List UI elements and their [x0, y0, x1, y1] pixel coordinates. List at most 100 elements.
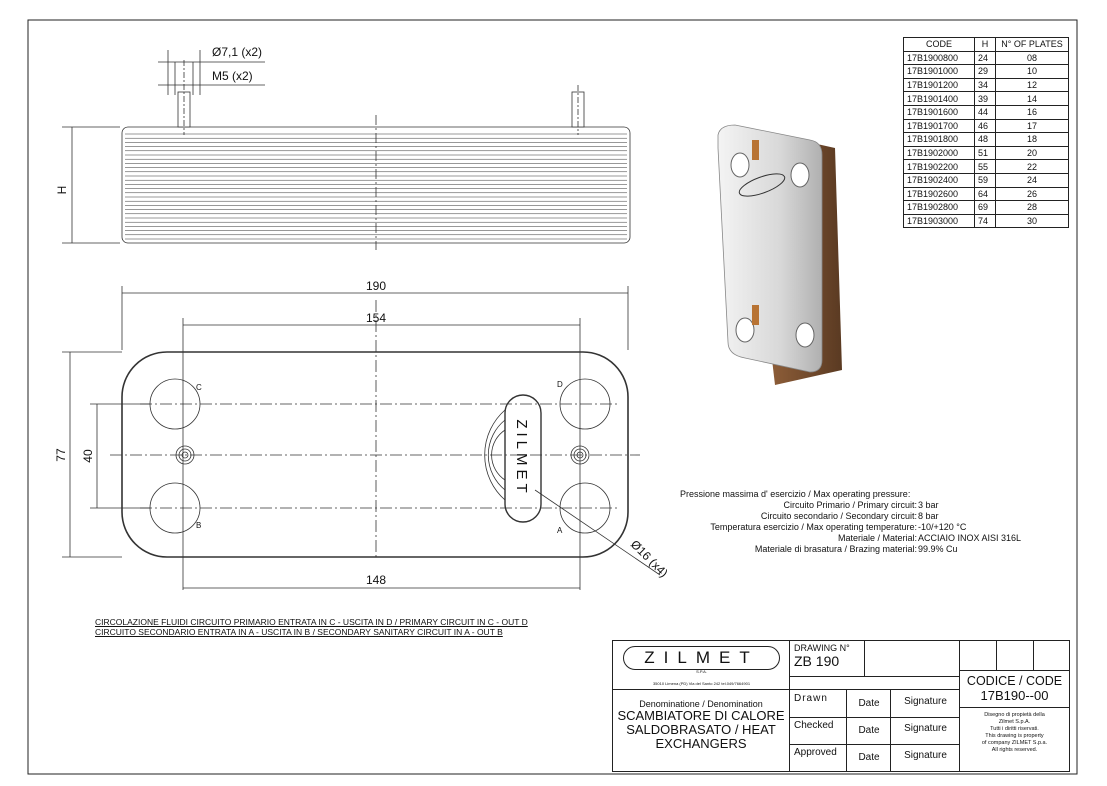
h-cell: 64 [974, 186, 996, 202]
h-cell: 46 [974, 118, 996, 134]
denomination-cell: Denominatione / Denomination SCAMBIATORE… [613, 690, 790, 771]
plates-cell: 14 [995, 91, 1069, 106]
h-cell: 29 [974, 64, 996, 79]
drawing-border [27, 19, 1078, 775]
spec-value: 3 bar [918, 500, 939, 510]
code-cell: 17B1900800 [903, 50, 975, 66]
spec-value: 99.9% Cu [918, 544, 958, 554]
h-cell: 59 [974, 172, 996, 188]
code-cell: 17B1901600 [903, 104, 975, 120]
company-logo-cell: ZILMET S.P.A. 35010 Limena (PD) Via del … [613, 641, 790, 690]
dim-overall-width: 190 [366, 279, 386, 293]
code-cell: 17B1901800 [903, 132, 975, 147]
approval-signature: Signature [890, 717, 960, 744]
spec-row: Materiale di brasatura / Brazing materia… [640, 544, 1021, 555]
spec-row: Temperatura esercizio / Max operating te… [640, 522, 1021, 533]
company-address: 35010 Limena (PD) Via del Santo 242 tel.… [652, 681, 751, 686]
note-primary: CIRCOLAZIONE FLUIDI CIRCUITO PRIMARIO EN… [95, 617, 528, 627]
company-logo: ZILMET [623, 646, 780, 670]
approval-date: Date [846, 744, 891, 771]
code-cell: 17B1902600 [903, 186, 975, 202]
plates-cell: 18 [995, 132, 1069, 147]
plates-cell: 12 [995, 77, 1069, 93]
specs-heading: Pressione massima d' esercizio / Max ope… [680, 489, 911, 499]
logo-text: ZILMET [513, 419, 530, 496]
drawing-number: ZB 190 [794, 653, 840, 669]
top-view [62, 50, 631, 250]
code-cell: 17B1901200 [903, 77, 975, 93]
note-secondary: CIRCUITO SECONDARIO ENTRATA IN A - USCIT… [95, 627, 503, 637]
spec-row: Circuito secondario / Secondary circuit:… [640, 511, 1021, 522]
h-cell: 39 [974, 91, 996, 106]
plates-cell: 16 [995, 104, 1069, 120]
code-cell: 17B1902800 [903, 200, 975, 215]
port-label-a: A [557, 526, 563, 535]
code-cell: 17B1902200 [903, 159, 975, 174]
dim-overall-height: 77 [54, 448, 68, 462]
spec-row: Circuito Primario / Primary circuit:3 ba… [640, 500, 1021, 511]
plates-cell: 30 [995, 213, 1069, 229]
code-cell: 17B1902400 [903, 172, 975, 188]
pin-diameter-label: Ø7,1 (x2) [212, 45, 262, 59]
heat-exchanger-3d-image [717, 124, 842, 385]
title-block: ZILMET S.P.A. 35010 Limena (PD) Via del … [612, 640, 1070, 772]
drawing-number-cell: DRAWING N° ZB 190 [790, 641, 865, 677]
spec-label: Circuito secondario / Secondary circuit: [760, 511, 917, 521]
thread-label: M5 (x2) [212, 69, 253, 83]
code-cell: 17B1901000 [903, 64, 975, 79]
notice-line: All rights reserved. [991, 747, 1038, 753]
dim-port-spacing-top: 154 [366, 311, 386, 325]
approval-date: Date [846, 690, 891, 717]
spec-value: -10/+120 °C [918, 522, 967, 532]
denomination-line-2: SALDOBRASATO / HEAT [626, 722, 776, 737]
height-dimension-label: H [55, 186, 69, 195]
company-suffix: S.P.A. [696, 669, 707, 674]
plates-cell: 22 [995, 159, 1069, 174]
h-cell: 48 [974, 132, 996, 147]
code-cell: 17B1903000 [903, 213, 975, 229]
col-header-plates: N° OF PLATES [995, 37, 1069, 52]
plates-cell: 26 [995, 186, 1069, 202]
approval-role: Checked [794, 720, 834, 731]
approval-signature: Signature [890, 690, 960, 717]
code-cell: CODICE / CODE 17B190--00 [959, 671, 1069, 708]
notice-line: This drawing is property [985, 733, 1044, 739]
spec-row: Materiale / Material:ACCIAIO INOX AISI 3… [640, 533, 1021, 544]
notice-line: Zilmet S.p.A. [998, 719, 1031, 725]
denomination-line-1: SCAMBIATORE DI CALORE [617, 708, 785, 723]
code-value: 17B190--00 [980, 688, 1049, 703]
approval-date: Date [846, 717, 891, 744]
h-cell: 51 [974, 145, 996, 161]
approval-row: Checked Date Signature [790, 717, 959, 745]
specifications: Pressione massima d' esercizio / Max ope… [640, 489, 1021, 555]
notice-line: of company ZILMET S.p.a. [981, 740, 1048, 746]
col-header-h: H [974, 37, 996, 52]
approval-role: Drawn [794, 693, 828, 704]
h-cell: 34 [974, 77, 996, 93]
drawing-label: DRAWING N° [794, 643, 850, 653]
h-cell: 24 [974, 50, 996, 66]
plates-cell: 08 [995, 50, 1069, 66]
plates-cell: 17 [995, 118, 1069, 134]
denomination-line-3: EXCHANGERS [655, 736, 747, 751]
plates-cell: 28 [995, 200, 1069, 215]
notice-line: Tutti i diritti riservati. [990, 726, 1039, 732]
front-view [62, 286, 661, 590]
spec-label: Materiale di brasatura / Brazing materia… [754, 544, 917, 554]
spec-value: 8 bar [918, 511, 939, 521]
denomination-label: Denominatione / Denomination [639, 699, 763, 709]
spec-label: Materiale / Material: [837, 533, 917, 543]
code-cell: 17B1902000 [903, 145, 975, 161]
h-cell: 44 [974, 104, 996, 120]
